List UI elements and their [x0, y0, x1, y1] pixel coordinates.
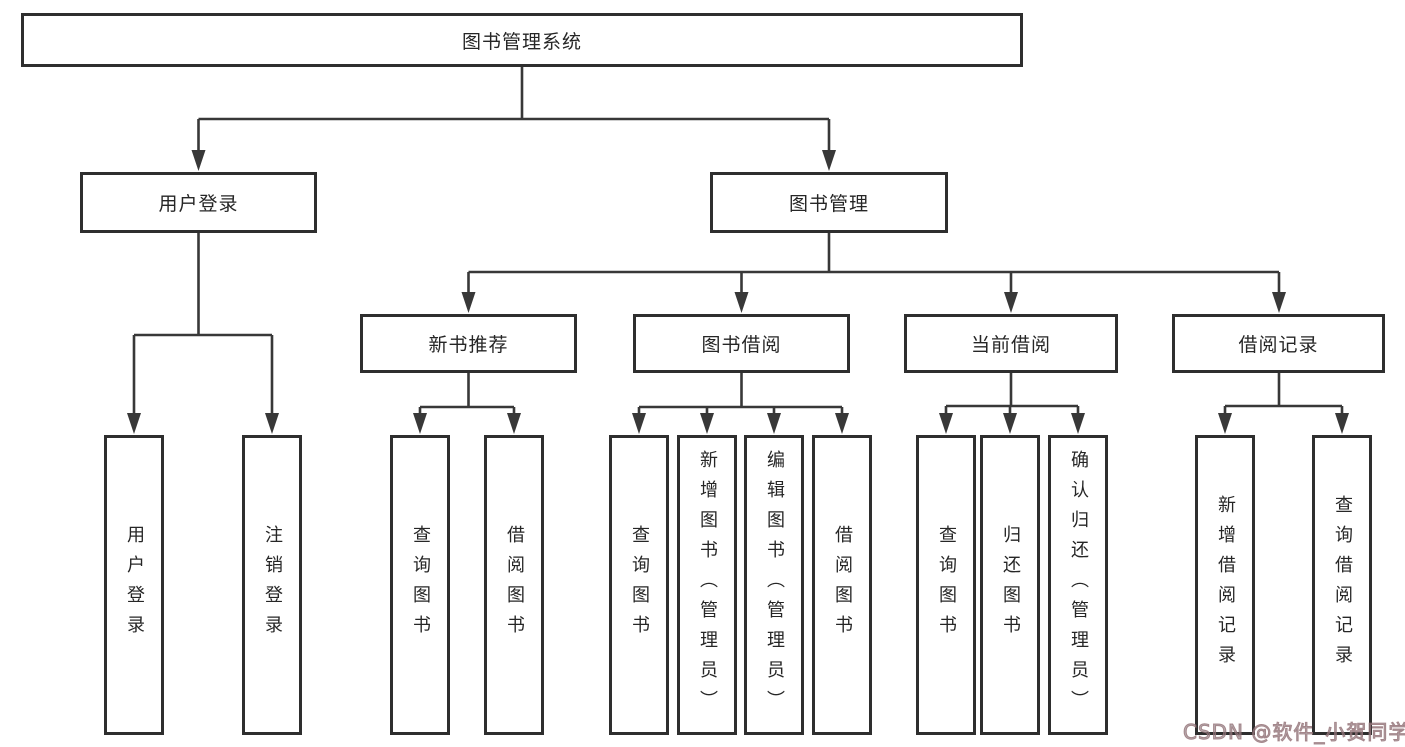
connector-bookmgmt-to-level3: [461, 233, 1286, 313]
arrow-down-icon: [1004, 292, 1018, 313]
leaf-query-books: 查询图书: [609, 435, 669, 735]
arrow-down-icon: [1218, 413, 1232, 434]
arrow-down-icon: [1003, 413, 1017, 434]
leaf-user-login: 用户登录: [104, 435, 164, 735]
node-current-borrowing: 当前借阅: [904, 314, 1118, 373]
arrow-down-icon: [939, 413, 953, 434]
arrow-down-icon: [127, 413, 141, 434]
connector-root-to-level2: [191, 67, 836, 171]
leaf-query-books: 查询图书: [390, 435, 450, 735]
arrow-down-icon: [632, 413, 646, 434]
leaf-add-book-admin: 新增图书（管理员）: [677, 435, 737, 735]
arrow-down-icon: [413, 413, 427, 434]
leaf-return-books: 归还图书: [980, 435, 1040, 735]
connector-records-to-leaves: [1218, 373, 1349, 434]
arrow-down-icon: [700, 413, 714, 434]
leaf-query-books: 查询图书: [916, 435, 976, 735]
connector-current-to-leaves: [939, 373, 1085, 434]
arrow-down-icon: [265, 413, 279, 434]
leaf-confirm-return-admin: 确认归还（管理员）: [1048, 435, 1108, 735]
leaf-borrow-books: 借阅图书: [484, 435, 544, 735]
watermark: CSDN @软件_小贺同学: [1182, 720, 1405, 745]
arrow-down-icon: [835, 413, 849, 434]
arrow-down-icon: [461, 292, 476, 313]
arrow-down-icon: [734, 292, 749, 313]
arrow-down-icon: [822, 150, 836, 171]
arrow-down-icon: [767, 413, 781, 434]
arrow-down-icon: [1335, 413, 1349, 434]
leaf-borrow-books: 借阅图书: [812, 435, 872, 735]
arrow-down-icon: [1071, 413, 1085, 434]
node-user-login: 用户登录: [80, 172, 317, 233]
node-root-library-system: 图书管理系统: [21, 13, 1023, 67]
arrow-down-icon: [507, 413, 521, 434]
leaf-add-borrow-record: 新增借阅记录: [1195, 435, 1255, 735]
leaf-edit-book-admin: 编辑图书（管理员）: [744, 435, 804, 735]
connector-borrow-to-leaves: [632, 373, 849, 434]
node-book-management: 图书管理: [710, 172, 948, 233]
node-new-book-recommend: 新书推荐: [360, 314, 577, 373]
leaf-logout: 注销登录: [242, 435, 302, 735]
connector-newbook-to-leaves: [413, 373, 521, 434]
leaf-query-borrow-record: 查询借阅记录: [1312, 435, 1372, 735]
node-book-borrowing: 图书借阅: [633, 314, 850, 373]
arrow-down-icon: [1272, 292, 1286, 313]
node-borrowing-records: 借阅记录: [1172, 314, 1385, 373]
arrow-down-icon: [191, 150, 206, 171]
connector-userlogin-to-leaves: [127, 233, 279, 434]
